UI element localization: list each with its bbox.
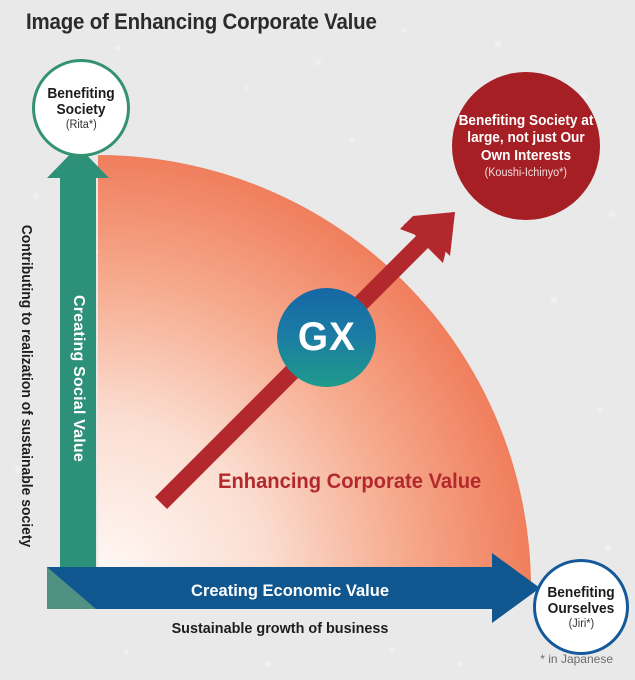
- circle-benefiting-ourselves: Benefiting Ourselves (Jiri*): [533, 559, 629, 655]
- social-value-arrow-label-text: Creating Social Value: [70, 294, 87, 462]
- enhancing-corporate-value-label: Enhancing Corporate Value: [218, 470, 482, 493]
- vertical-axis-label-text: Contributing to realization of sustainab…: [18, 224, 34, 548]
- creating-economic-value-arrow: [47, 553, 540, 623]
- page-title: Image of Enhancing Corporate Value: [26, 9, 377, 34]
- circle-benefiting-ourselves-subtitle: (Jiri*): [568, 617, 594, 630]
- circle-benefiting-society-at-large: Benefiting Society at large, not just Ou…: [452, 72, 600, 220]
- economic-value-arrow-label-text: Creating Economic Value: [191, 581, 389, 600]
- economic-value-arrow-label: Creating Economic Value: [90, 572, 490, 610]
- circle-benefiting-society-at-large-subtitle: (Koushi-Ichinyo*): [484, 167, 568, 180]
- arrow-corner-diagonal: [47, 567, 96, 609]
- circle-benefiting-society-title: Benefiting Society: [47, 85, 115, 118]
- circle-benefiting-ourselves-title: Benefiting Ourselves: [547, 584, 615, 617]
- circle-benefiting-society-at-large-title: Benefiting Society at large, not just Ou…: [458, 112, 594, 164]
- gx-bubble-label: GX: [297, 315, 356, 359]
- gx-bubble: GX: [277, 288, 376, 387]
- horizontal-axis-caption: Sustainable growth of business: [171, 620, 389, 637]
- vertical-axis-label: Contributing to realization of sustainab…: [14, 196, 38, 576]
- footnote: * in Japanese: [540, 652, 613, 666]
- social-value-arrow-label: Creating Social Value: [60, 278, 96, 478]
- circle-benefiting-society: Benefiting Society (Rita*): [32, 59, 130, 157]
- circle-benefiting-society-subtitle: (Rita*): [65, 118, 97, 131]
- creating-social-value-arrow: [47, 146, 109, 588]
